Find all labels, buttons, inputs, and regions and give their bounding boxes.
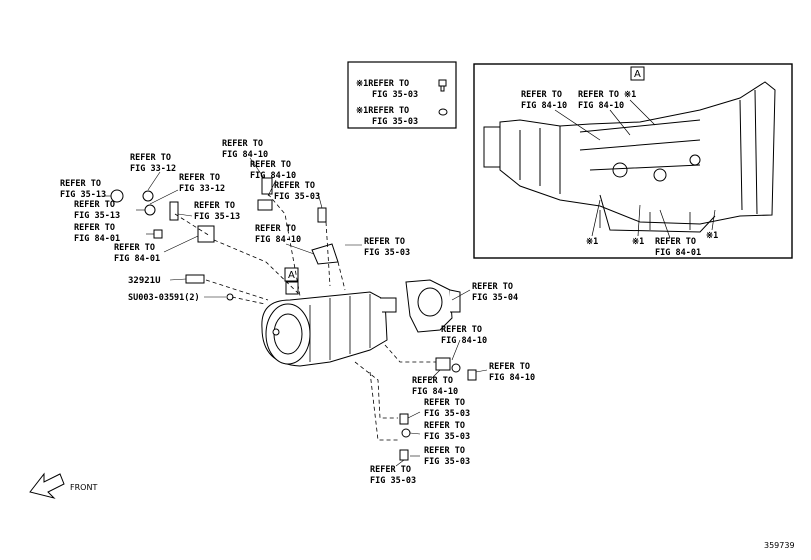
legend-row1-line2: FIG 35-03 <box>372 90 418 100</box>
callout-c16-line2: FIG 84-10 <box>412 387 458 397</box>
inset-leaders <box>554 99 716 239</box>
callout-c16-line1: REFER TO <box>412 376 453 386</box>
inset-mark-bottom-mid: ※1 <box>632 237 644 247</box>
inset-mark-bottom-left: ※1 <box>586 237 598 247</box>
callout-c18-line1: REFER TO <box>424 421 465 431</box>
callout-c7-line2: FIG 35-13 <box>74 211 120 221</box>
callout-c13-line1: REFER TO <box>472 282 513 292</box>
inset-mark-bottom-right: ※1 <box>706 231 718 241</box>
callout-c15-line2: FIG 84-10 <box>489 373 535 383</box>
callout-c14-line2: FIG 84-10 <box>441 336 487 346</box>
inset-marker-a: A <box>634 69 641 80</box>
callout-c3-line1: REFER TO <box>130 153 171 163</box>
inset-label3-line2: FIG 84-01 <box>655 248 701 258</box>
callout-c10-line2: FIG 84-01 <box>114 254 160 264</box>
callout-c9-line1: REFER TO <box>74 223 115 233</box>
callout-c4-line2: FIG 33-12 <box>179 184 225 194</box>
label-leaders <box>104 157 488 467</box>
small-parts <box>110 177 477 461</box>
callout-c2-line2: FIG 84-10 <box>250 171 296 181</box>
dashed-leaders <box>174 193 436 441</box>
extension-housing <box>405 279 461 333</box>
callout-c12-line1: REFER TO <box>364 237 405 247</box>
callout-c5-line1: REFER TO <box>274 181 315 191</box>
front-arrow-icon <box>29 472 65 499</box>
callout-c1-line1: REFER TO <box>222 139 263 149</box>
main-marker-a: A <box>288 270 295 281</box>
callout-c2-line1: REFER TO <box>250 160 291 170</box>
callout-c15-line1: REFER TO <box>489 362 530 372</box>
inset-view-a: A REFER TO FIG 84-10 REFER TO FIG 84-10 … <box>473 63 793 259</box>
callout-c9-line2: FIG 84-01 <box>74 234 120 244</box>
part-number-2: SU003-03591(2) <box>128 293 200 303</box>
callout-c20-line2: FIG 35-03 <box>370 476 416 486</box>
diagram-id: 359739 <box>764 541 795 550</box>
callouts: REFER TO FIG 84-10 REFER TO FIG 84-10 RE… <box>60 139 535 486</box>
transmission-side-view <box>483 81 776 233</box>
callout-c11-line2: FIG 84-10 <box>255 235 301 245</box>
callout-c4-line1: REFER TO <box>179 173 220 183</box>
inset-label3-line1: REFER TO <box>655 237 696 247</box>
callout-c20-line1: REFER TO <box>370 465 411 475</box>
inset-label1-line2: FIG 84-10 <box>521 101 567 111</box>
callout-c5-line2: FIG 35-03 <box>274 192 320 202</box>
inset-mark-top: ※1 <box>624 90 636 100</box>
callout-c18-line2: FIG 35-03 <box>424 432 470 442</box>
callout-c17-line1: REFER TO <box>424 398 465 408</box>
callout-c19-line1: REFER TO <box>424 446 465 456</box>
callout-c8-line2: FIG 35-13 <box>194 212 240 222</box>
callout-c12-line2: FIG 35-03 <box>364 248 410 258</box>
plug-icon <box>438 108 448 116</box>
part-number-1: 32921U <box>128 276 161 286</box>
callout-c6-line1: REFER TO <box>60 179 101 189</box>
callout-c10-line1: REFER TO <box>114 243 155 253</box>
callout-c7-line1: REFER TO <box>74 200 115 210</box>
callout-c6-line2: FIG 35-13 <box>60 190 106 200</box>
inset-label2-line2: FIG 84-10 <box>578 101 624 111</box>
inset-label1-line1: REFER TO <box>521 90 562 100</box>
callout-c11-line1: REFER TO <box>255 224 296 234</box>
callout-c8-line1: REFER TO <box>194 201 235 211</box>
inset-label2-line1: REFER TO <box>578 90 619 100</box>
legend-row1-line1: ※1REFER TO <box>356 79 409 89</box>
legend-row2-line2: FIG 35-03 <box>372 117 418 127</box>
callout-c14-line1: REFER TO <box>441 325 482 335</box>
legend-row2-line1: ※1REFER TO <box>356 106 409 116</box>
callout-c17-line2: FIG 35-03 <box>424 409 470 419</box>
legend-box: ※1REFER TO FIG 35-03 ※1REFER TO FIG 35-0… <box>347 61 457 129</box>
callout-c1-line2: FIG 84-10 <box>222 150 268 160</box>
callout-c13-line2: FIG 35-04 <box>472 293 518 303</box>
transmission-assembly <box>261 281 397 367</box>
bolt-icon <box>438 79 447 92</box>
callout-c3-line2: FIG 33-12 <box>130 164 176 174</box>
callout-c19-line2: FIG 35-03 <box>424 457 470 467</box>
front-label: FRONT <box>70 483 97 492</box>
